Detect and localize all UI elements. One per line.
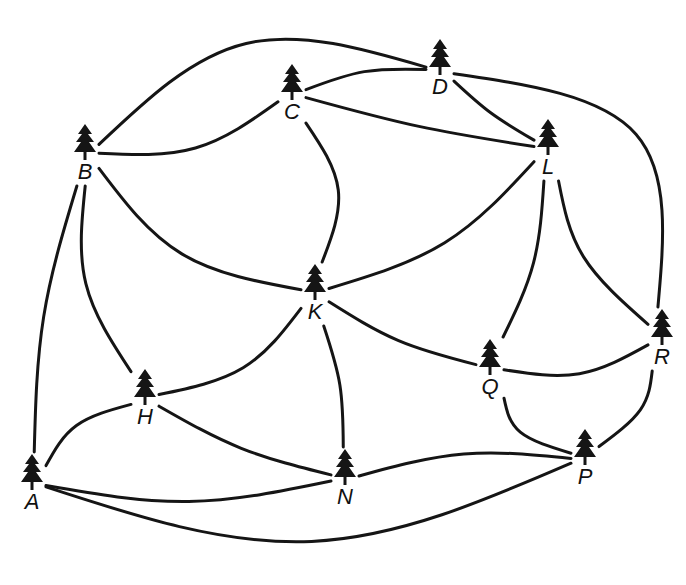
tree-point: D bbox=[428, 39, 452, 99]
trail-line bbox=[324, 326, 344, 447]
trail-line bbox=[504, 398, 571, 453]
trail-line bbox=[329, 162, 534, 289]
tree-point: H bbox=[133, 369, 157, 429]
trail-line bbox=[359, 453, 571, 476]
tree-point: B bbox=[73, 124, 97, 184]
tree-point: N bbox=[333, 449, 357, 509]
trail-line bbox=[34, 186, 77, 452]
trail-line bbox=[329, 302, 476, 365]
point-letter: K bbox=[306, 300, 325, 324]
tree-icon bbox=[650, 309, 674, 345]
tree-icon bbox=[428, 39, 452, 75]
tree-point: P bbox=[573, 429, 597, 489]
trail-line bbox=[306, 98, 534, 147]
trail-line bbox=[503, 181, 544, 337]
tree-icon bbox=[133, 369, 157, 405]
point-letter: P bbox=[576, 465, 595, 489]
tree-point: K bbox=[303, 264, 327, 324]
point-letter: N bbox=[335, 485, 355, 509]
tree-point: C bbox=[280, 64, 304, 124]
tree-icon bbox=[573, 429, 597, 465]
tree-icon bbox=[333, 449, 357, 485]
trail-line bbox=[46, 404, 131, 465]
point-letter: B bbox=[76, 160, 95, 184]
point-letter: H bbox=[135, 405, 155, 429]
tree-icon bbox=[536, 119, 560, 155]
tree-icon bbox=[73, 124, 97, 160]
tree-point: R bbox=[650, 309, 674, 369]
trail-line bbox=[559, 181, 648, 324]
point-letter: Q bbox=[479, 375, 500, 399]
trail-line bbox=[159, 308, 301, 394]
trail-line bbox=[454, 74, 663, 307]
trail-line bbox=[46, 481, 331, 502]
trail-line bbox=[99, 39, 426, 144]
trail-line bbox=[99, 168, 301, 289]
trail-line bbox=[599, 371, 652, 447]
tree-point: L bbox=[536, 119, 560, 179]
trail-line bbox=[46, 463, 571, 542]
point-letter: R bbox=[652, 345, 672, 369]
tree-point: Q bbox=[478, 339, 502, 399]
tree-point: A bbox=[20, 454, 44, 514]
tree-icon bbox=[280, 64, 304, 100]
point-letter: C bbox=[282, 100, 302, 124]
trail-line bbox=[306, 69, 426, 90]
point-letter: D bbox=[430, 75, 450, 99]
trail-line bbox=[81, 186, 131, 372]
tree-icon bbox=[20, 454, 44, 490]
point-letter: A bbox=[23, 490, 42, 514]
trail-line bbox=[454, 81, 534, 140]
point-letter: L bbox=[540, 155, 556, 179]
trail-line bbox=[306, 123, 339, 262]
trail-line bbox=[504, 345, 648, 376]
tree-icon bbox=[303, 264, 327, 300]
trail-line bbox=[159, 406, 331, 475]
trail-line bbox=[99, 102, 278, 155]
tree-icon bbox=[478, 339, 502, 375]
